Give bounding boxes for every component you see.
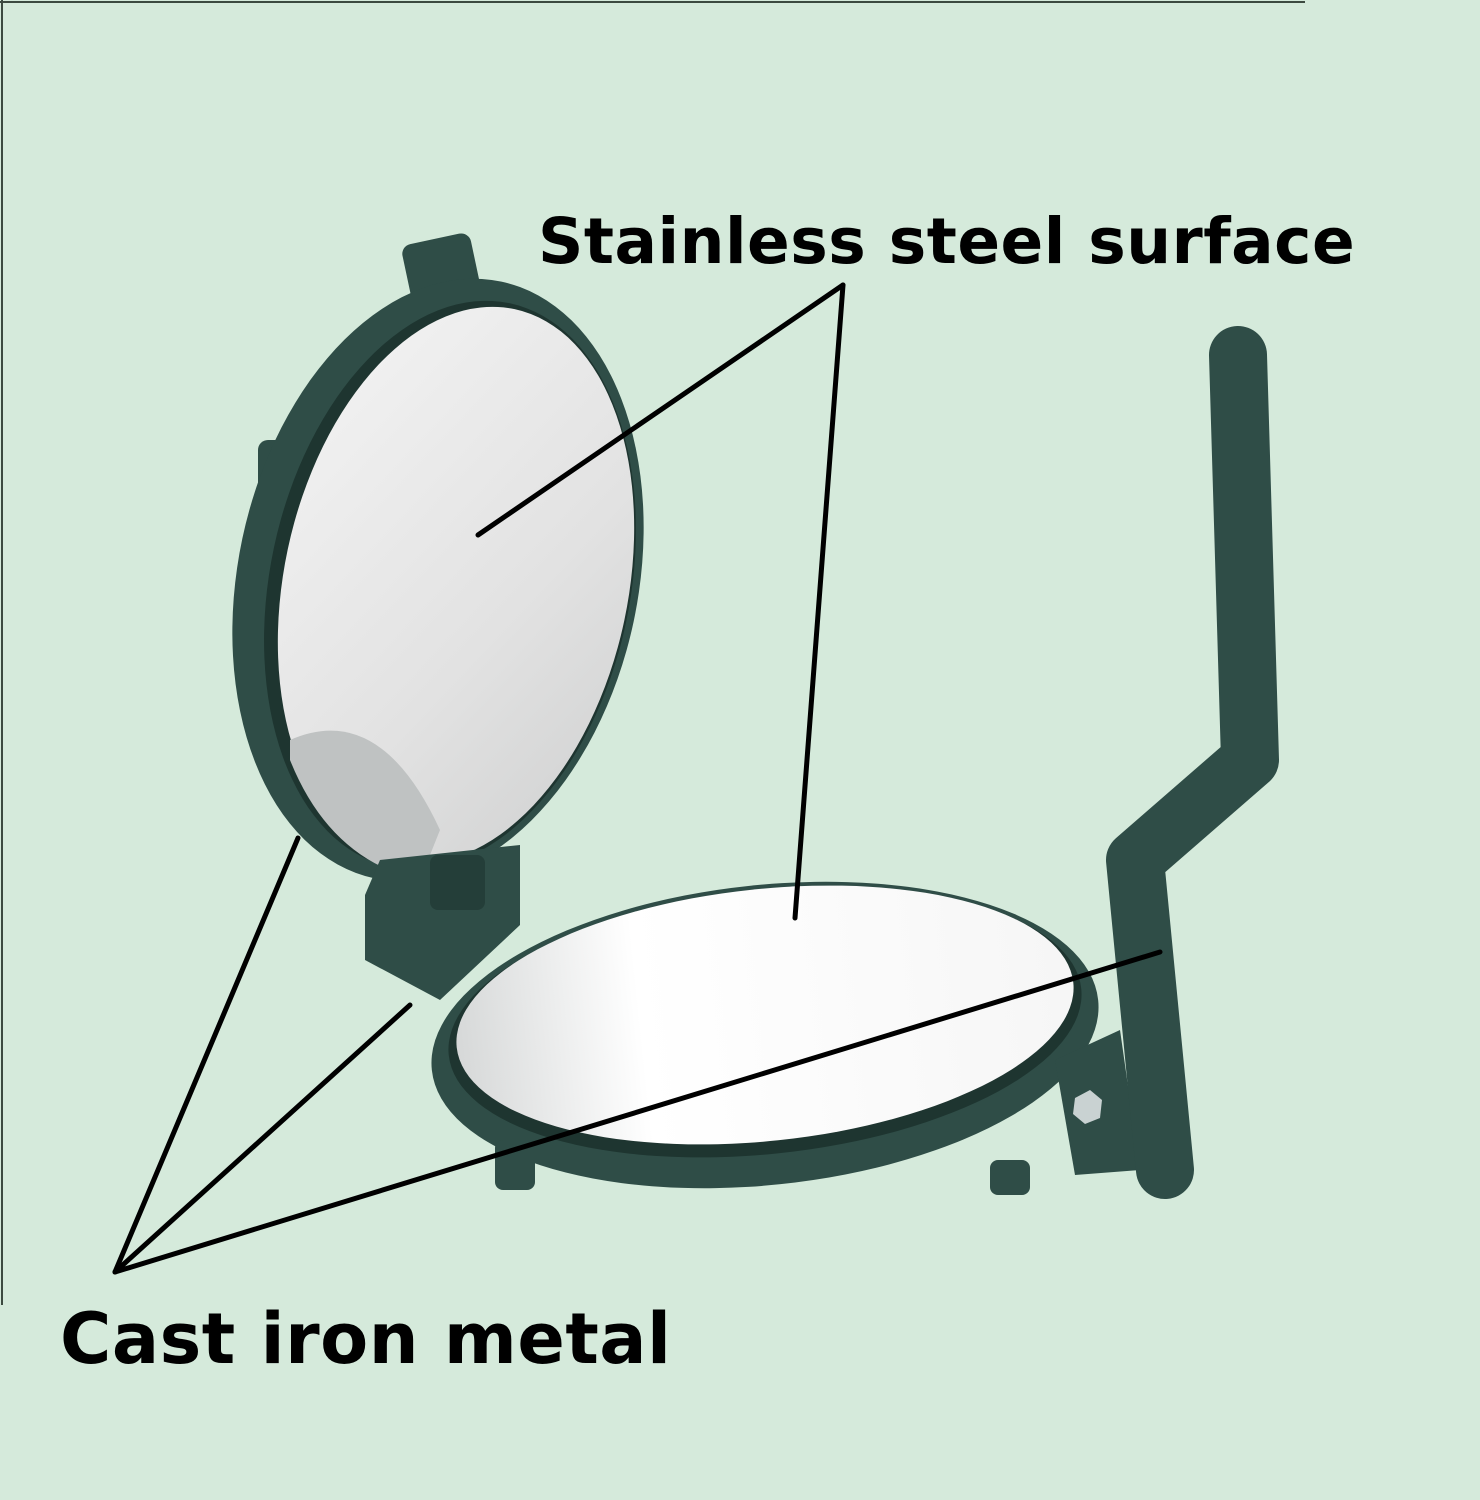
- cast-iron-label: Cast iron metal: [60, 1298, 672, 1380]
- frame-border-top: [0, 1, 1305, 3]
- hinge: [365, 845, 520, 1000]
- lower-plate: [431, 881, 1099, 1195]
- bolt-icon: [1073, 1090, 1102, 1124]
- lever-handle: [1055, 326, 1279, 1199]
- upper-plate: [232, 233, 644, 882]
- lower-steel-surface: [456, 885, 1074, 1145]
- leader-lines: [112, 282, 1163, 1275]
- frame-border-left: [1, 0, 3, 1305]
- stainless-steel-label: Stainless steel surface: [538, 205, 1356, 278]
- upper-steel-surface: [277, 306, 635, 864]
